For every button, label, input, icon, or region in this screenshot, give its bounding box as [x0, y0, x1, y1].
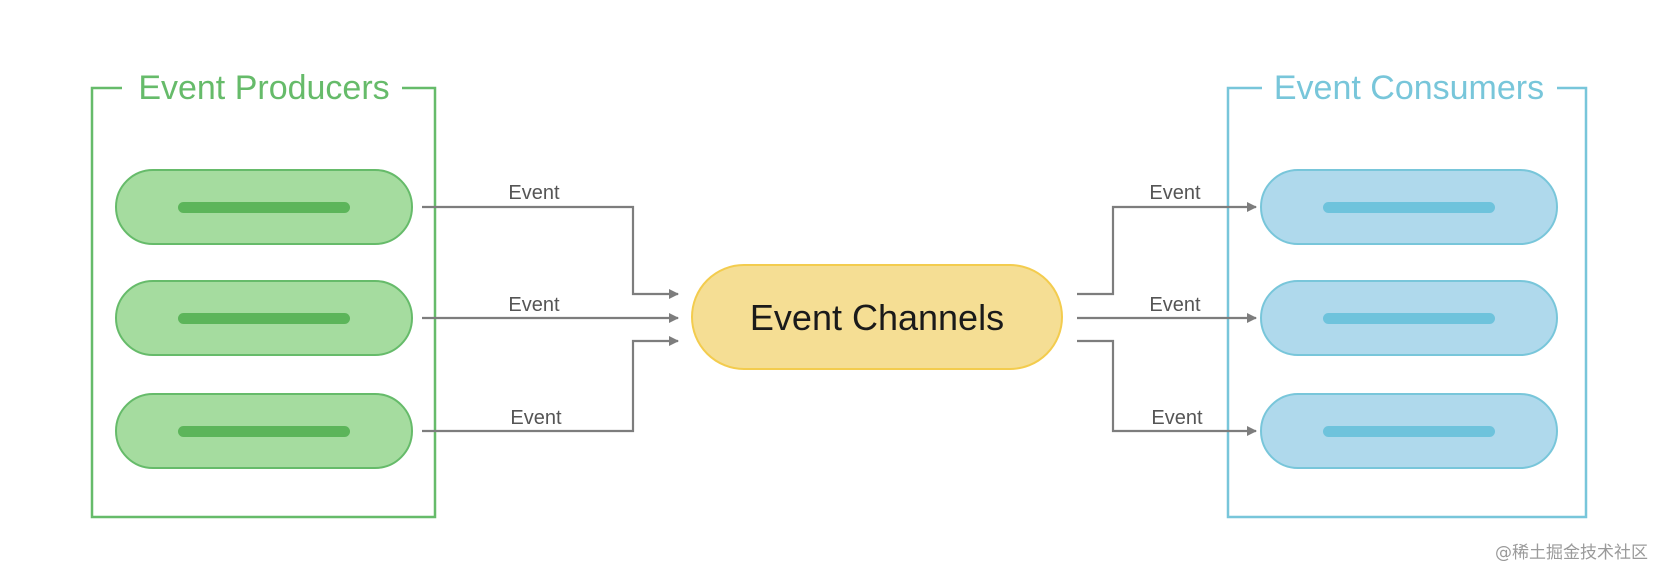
producers-frame	[90, 86, 437, 519]
edge-label: Event	[1151, 407, 1203, 429]
consumer-pill-3[interactable]	[1260, 393, 1558, 469]
consumer-bar	[1323, 426, 1495, 437]
consumers-frame	[1226, 86, 1588, 519]
edge-label: Event	[510, 407, 562, 429]
producer-edges: Event Event Event	[422, 182, 679, 433]
edge-label: Event	[1149, 182, 1201, 204]
edge-label: Event	[1149, 294, 1201, 316]
edge-producer-3	[422, 336, 679, 433]
producer-bar	[178, 202, 350, 213]
edge-consumer-3	[1077, 339, 1257, 436]
producer-bar	[178, 313, 350, 324]
edge-producer-1	[422, 205, 679, 299]
consumers-title: Event Consumers	[1274, 69, 1544, 107]
edge-label: Event	[508, 182, 560, 204]
event-channels-label: Event Channels	[750, 297, 1004, 338]
consumer-pill-1[interactable]	[1260, 169, 1558, 245]
producer-bar	[178, 426, 350, 437]
watermark-text: @稀土掘金技术社区	[1495, 543, 1648, 563]
producer-pill-3[interactable]	[115, 393, 413, 469]
producer-pill-2[interactable]	[115, 280, 413, 356]
event-channels-node[interactable]: Event Channels	[691, 264, 1063, 370]
edge-label: Event	[508, 294, 560, 316]
consumer-bar	[1323, 202, 1495, 213]
edge-consumer-1	[1077, 202, 1257, 296]
producers-group: Event Producers	[90, 69, 437, 519]
consumer-pill-2[interactable]	[1260, 280, 1558, 356]
producers-title: Event Producers	[138, 69, 389, 107]
consumer-edges: Event Event Event	[1077, 182, 1257, 436]
producer-pill-1[interactable]	[115, 169, 413, 245]
consumer-bar	[1323, 313, 1495, 324]
consumers-group: Event Consumers	[1226, 69, 1588, 519]
